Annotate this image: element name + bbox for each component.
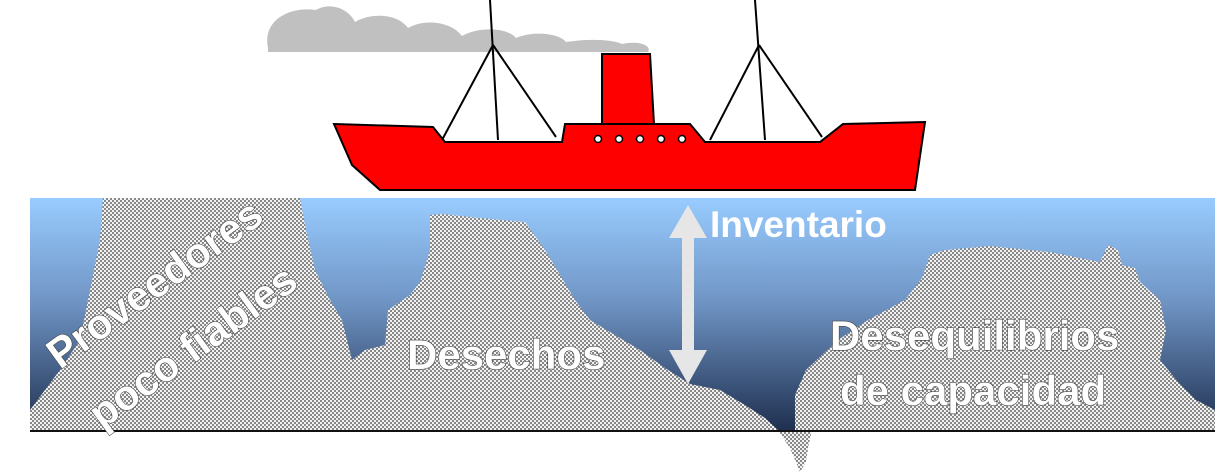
label-desechos: Desechos	[407, 331, 605, 378]
label-desequilibrios-line1: Desequilibrios	[830, 312, 1119, 359]
ship-funnel	[601, 53, 656, 125]
label-desequilibrios-line2: de capacidad	[840, 367, 1106, 414]
ship-hull	[332, 120, 927, 191]
rock-proveedores	[30, 198, 778, 430]
ship-portholes	[593, 134, 687, 144]
smoke-cloud	[267, 6, 649, 52]
ship-rigging	[441, 0, 823, 141]
rock-desequilibrios	[795, 245, 1215, 430]
label-inventario: Inventario	[710, 204, 887, 245]
inventory-arrow	[669, 205, 707, 384]
rock-spike	[778, 430, 812, 472]
